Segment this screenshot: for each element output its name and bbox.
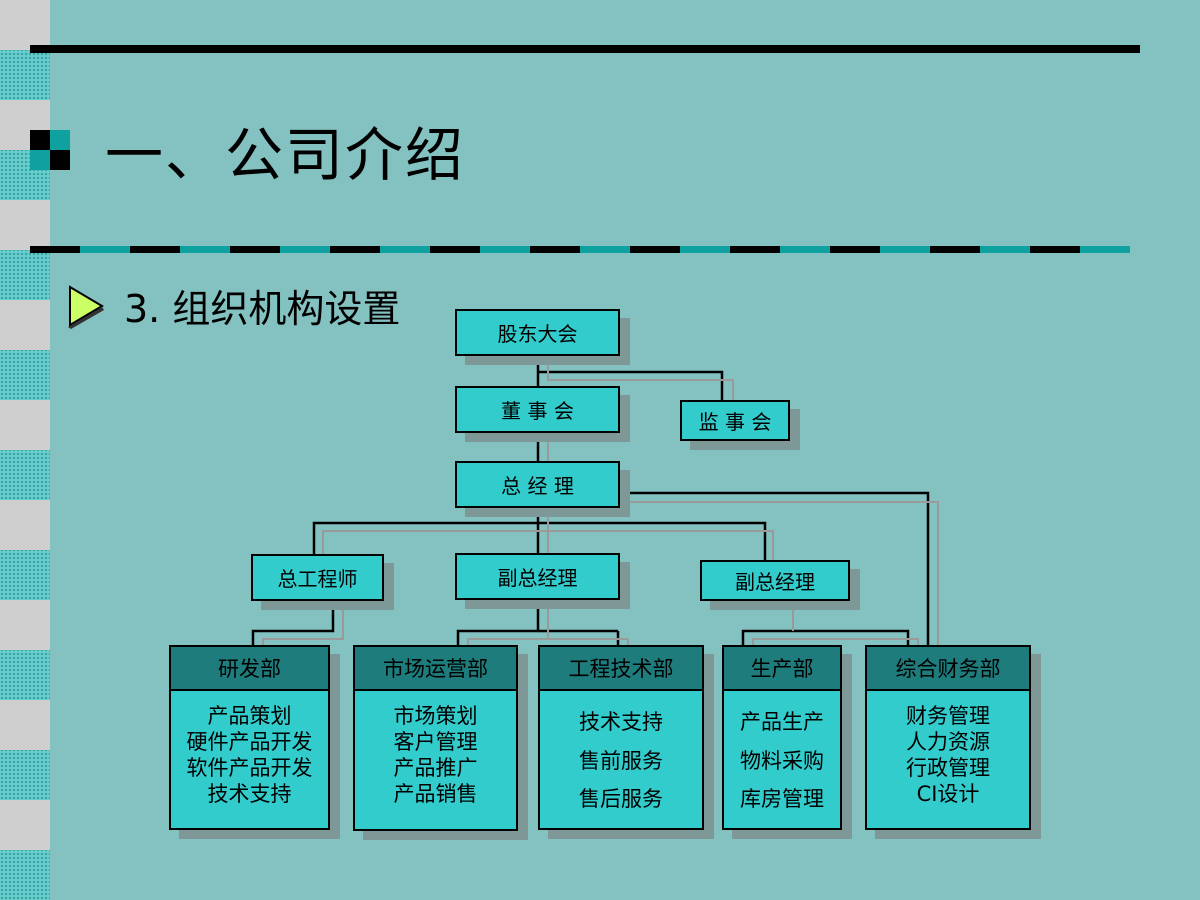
- dept-marketing-item: 市场策划: [393, 704, 478, 728]
- triangle-bullet-icon: [68, 285, 104, 329]
- dept-rnd-title: 研发部: [171, 647, 328, 691]
- deputy-gm-box-2: 副总经理: [700, 560, 850, 601]
- dept-finance-admin-title: 综合财务部: [867, 647, 1029, 691]
- dept-marketing: 市场运营部 市场策划 客户管理 产品推广 产品销售: [353, 645, 518, 831]
- dept-rnd-item: 技术支持: [207, 782, 292, 806]
- dept-rnd-item: 产品策划: [207, 704, 292, 728]
- dept-engineering-item: 售前服务: [579, 748, 663, 773]
- dept-finance-admin: 综合财务部 财务管理 人力资源 行政管理 CI设计: [865, 645, 1031, 830]
- dept-engineering-title: 工程技术部: [540, 647, 702, 691]
- dept-rnd-item: 硬件产品开发: [186, 730, 313, 754]
- dept-rnd: 研发部 产品策划 硬件产品开发 软件产品开发 技术支持: [169, 645, 330, 830]
- dept-finance-admin-item: CI设计: [916, 782, 980, 806]
- dept-rnd-item: 软件产品开发: [186, 756, 313, 780]
- dashed-divider: [30, 246, 1130, 253]
- dept-marketing-item: 客户管理: [393, 730, 478, 754]
- square-checker-bullet-icon: [30, 130, 70, 170]
- dept-engineering-item: 售后服务: [579, 786, 663, 811]
- dept-marketing-title: 市场运营部: [355, 647, 516, 691]
- chief-engineer-box: 总工程师: [251, 554, 384, 601]
- dept-marketing-item: 产品推广: [393, 756, 478, 780]
- general-manager-box: 总 经 理: [455, 461, 620, 508]
- dept-production-title: 生产部: [724, 647, 840, 691]
- dept-production-item: 库房管理: [740, 786, 824, 811]
- board-of-supervisors-box: 监 事 会: [680, 400, 790, 441]
- top-rule: [30, 45, 1140, 53]
- dept-finance-admin-item: 人力资源: [906, 730, 990, 754]
- dept-engineering: 工程技术部 技术支持 售前服务 售后服务: [538, 645, 704, 830]
- deputy-gm-box-1: 副总经理: [455, 553, 620, 600]
- shareholders-meeting-box: 股东大会: [455, 309, 620, 356]
- dept-production-item: 物料采购: [740, 748, 824, 773]
- dept-finance-admin-item: 行政管理: [906, 756, 990, 780]
- dept-production-item: 产品生产: [740, 710, 824, 735]
- dept-marketing-item: 产品销售: [393, 782, 478, 806]
- dept-engineering-item: 技术支持: [579, 710, 663, 735]
- slide-title: 一、公司介绍: [105, 121, 466, 189]
- board-of-directors-box: 董 事 会: [455, 386, 620, 433]
- dept-production: 生产部 产品生产 物料采购 库房管理: [722, 645, 842, 830]
- section-subtitle: 3. 组织机构设置: [124, 287, 401, 331]
- dept-finance-admin-item: 财务管理: [906, 704, 990, 728]
